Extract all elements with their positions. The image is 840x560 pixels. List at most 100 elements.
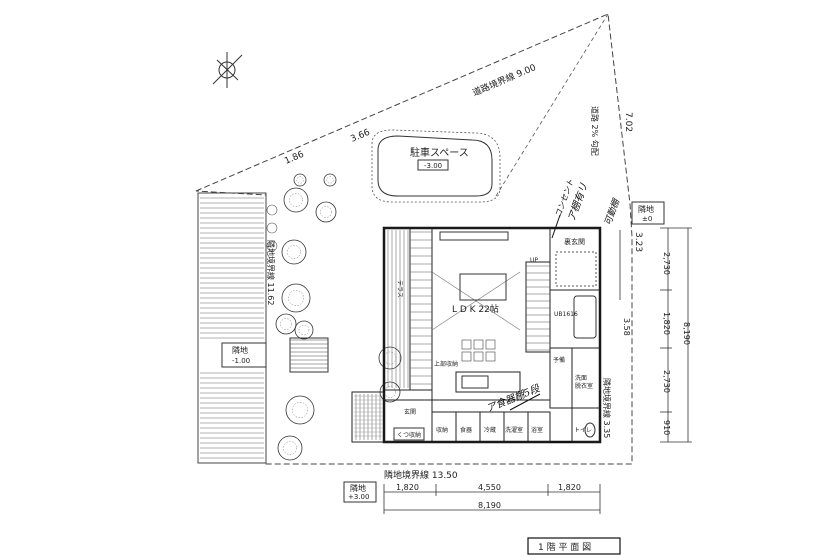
kitchen-counter bbox=[455, 371, 521, 393]
handnote-arrow-2 bbox=[509, 393, 541, 411]
tree-icon bbox=[323, 173, 337, 187]
tree-inner bbox=[288, 290, 304, 306]
tree-inner bbox=[298, 324, 310, 336]
handnote-arrow bbox=[551, 214, 561, 239]
shrub-icon bbox=[266, 222, 278, 234]
neighbor-bottom-boundary-label: 隣地境界線 13.50 bbox=[384, 469, 458, 481]
dim-right-4: 910 bbox=[662, 420, 671, 435]
fridge-label: 冷蔵 bbox=[484, 426, 496, 434]
reserve-label: 予備 bbox=[553, 356, 565, 364]
tree-icon bbox=[275, 313, 297, 335]
tree-icon bbox=[315, 201, 337, 223]
parking-dashed-area bbox=[371, 129, 501, 203]
main-stair bbox=[525, 261, 551, 353]
shoe-storage-box bbox=[393, 427, 425, 441]
tree-inner bbox=[384, 386, 396, 398]
neighbor-right-boundary-label: 隣地境界線 3.35 bbox=[602, 378, 612, 438]
neighbor-right-level: ±0 bbox=[642, 215, 652, 223]
shrub-icon bbox=[266, 240, 278, 252]
parking-label: 駐車スペース bbox=[410, 146, 469, 159]
back-door-label: 裏玄関 bbox=[564, 237, 585, 246]
seg-366-label: 3.66 bbox=[349, 128, 372, 145]
tree-inner bbox=[296, 176, 304, 184]
seg-702-label: 7.02 bbox=[623, 112, 633, 132]
laundry-label: 洗濯室 bbox=[505, 426, 523, 434]
pantry-label: 食器 bbox=[460, 426, 472, 434]
tree-icon bbox=[293, 173, 307, 187]
kitchen-sink bbox=[461, 375, 489, 389]
dimension-lines-bottom bbox=[383, 484, 601, 514]
dim-bottom-2: 4,550 bbox=[478, 483, 501, 492]
road-boundary-label: 道路境界線 9.00 bbox=[470, 61, 537, 99]
tree-icon bbox=[285, 395, 315, 425]
dim-right-1: 2,730 bbox=[662, 252, 671, 275]
north-compass-icon bbox=[212, 52, 243, 88]
tree-icon bbox=[294, 320, 314, 340]
dim-bottom-total: 8,190 bbox=[478, 501, 501, 510]
tree-inner bbox=[292, 402, 308, 418]
unit-bath-label: UB1616 bbox=[554, 311, 578, 318]
chair bbox=[485, 339, 496, 350]
dimension-lines-right bbox=[619, 227, 692, 443]
neighbor-left-name: 隣地 bbox=[232, 345, 248, 355]
dim-bottom-3: 1,820 bbox=[558, 483, 581, 492]
bath-label: 浴室 bbox=[531, 426, 543, 434]
tree-inner bbox=[283, 441, 297, 455]
up-label: UP bbox=[530, 257, 538, 264]
trees-group bbox=[266, 173, 402, 461]
tree-icon bbox=[277, 435, 303, 461]
bath-room bbox=[549, 289, 601, 349]
neighbor-right-name: 隣地 bbox=[638, 204, 654, 214]
dim-right-3: 2,730 bbox=[662, 370, 671, 393]
toilet-bowl bbox=[584, 422, 596, 438]
neighbor-box-bottom bbox=[343, 481, 377, 503]
tree-inner bbox=[383, 351, 397, 365]
tree-inner bbox=[289, 193, 303, 207]
chair bbox=[485, 351, 496, 362]
neighbor-left-level: -1.00 bbox=[232, 357, 250, 365]
tree-inner bbox=[280, 318, 292, 330]
neighbor-bottom-name: 隣地 bbox=[350, 483, 366, 493]
dim-bottom-1: 1,820 bbox=[396, 483, 419, 492]
chair bbox=[461, 351, 472, 362]
title-block-box bbox=[527, 537, 621, 555]
terrace-label: テラス bbox=[396, 280, 403, 298]
entrance-label: 玄関 bbox=[404, 408, 416, 416]
tree-icon bbox=[281, 283, 311, 313]
washroom-line-2: 脱衣室 bbox=[575, 382, 593, 390]
tree-icon bbox=[283, 187, 309, 213]
counter-label: 上部収納 bbox=[434, 360, 458, 368]
chair bbox=[461, 339, 472, 350]
neighbor-bottom-level: +3.00 bbox=[348, 493, 369, 501]
dim-right-5: 3.58 bbox=[622, 318, 631, 336]
washroom-label: 洗面脱衣室 bbox=[575, 374, 593, 390]
reserve-room bbox=[549, 347, 573, 409]
chair bbox=[473, 351, 484, 362]
tv-board bbox=[439, 231, 509, 241]
bath-storage-room bbox=[527, 411, 551, 443]
seg-186-label: 1.86 bbox=[283, 150, 306, 167]
shoe-storage-label: くつ収納 bbox=[397, 431, 421, 439]
title-block-label: 1 階 平 面 図 bbox=[538, 542, 591, 553]
bathtub bbox=[573, 295, 597, 339]
tree-icon bbox=[281, 239, 307, 265]
seg-323-label: 3.23 bbox=[633, 232, 643, 252]
washroom-line-1: 洗面 bbox=[575, 374, 587, 382]
neighbor-left-boundary-label: 隣地境界線 11.62 bbox=[266, 240, 276, 305]
dining-table bbox=[459, 273, 507, 301]
neighbor-box-left bbox=[221, 342, 267, 368]
back-entrance-floor bbox=[555, 251, 597, 287]
neighbor-box-right bbox=[631, 201, 665, 225]
handnote-4: ア食器棚5段 bbox=[485, 382, 543, 415]
chair bbox=[473, 339, 484, 350]
neighbor-left-hatch bbox=[197, 192, 267, 464]
tree-inner bbox=[287, 245, 301, 259]
parking-car-outline bbox=[377, 135, 493, 197]
tree-inner bbox=[320, 206, 332, 218]
dim-right-2: 1,820 bbox=[662, 312, 671, 335]
toilet-room bbox=[571, 407, 601, 443]
outside-stair bbox=[289, 337, 329, 373]
road-slope-label: 道路 2% 勾配 bbox=[590, 106, 600, 156]
